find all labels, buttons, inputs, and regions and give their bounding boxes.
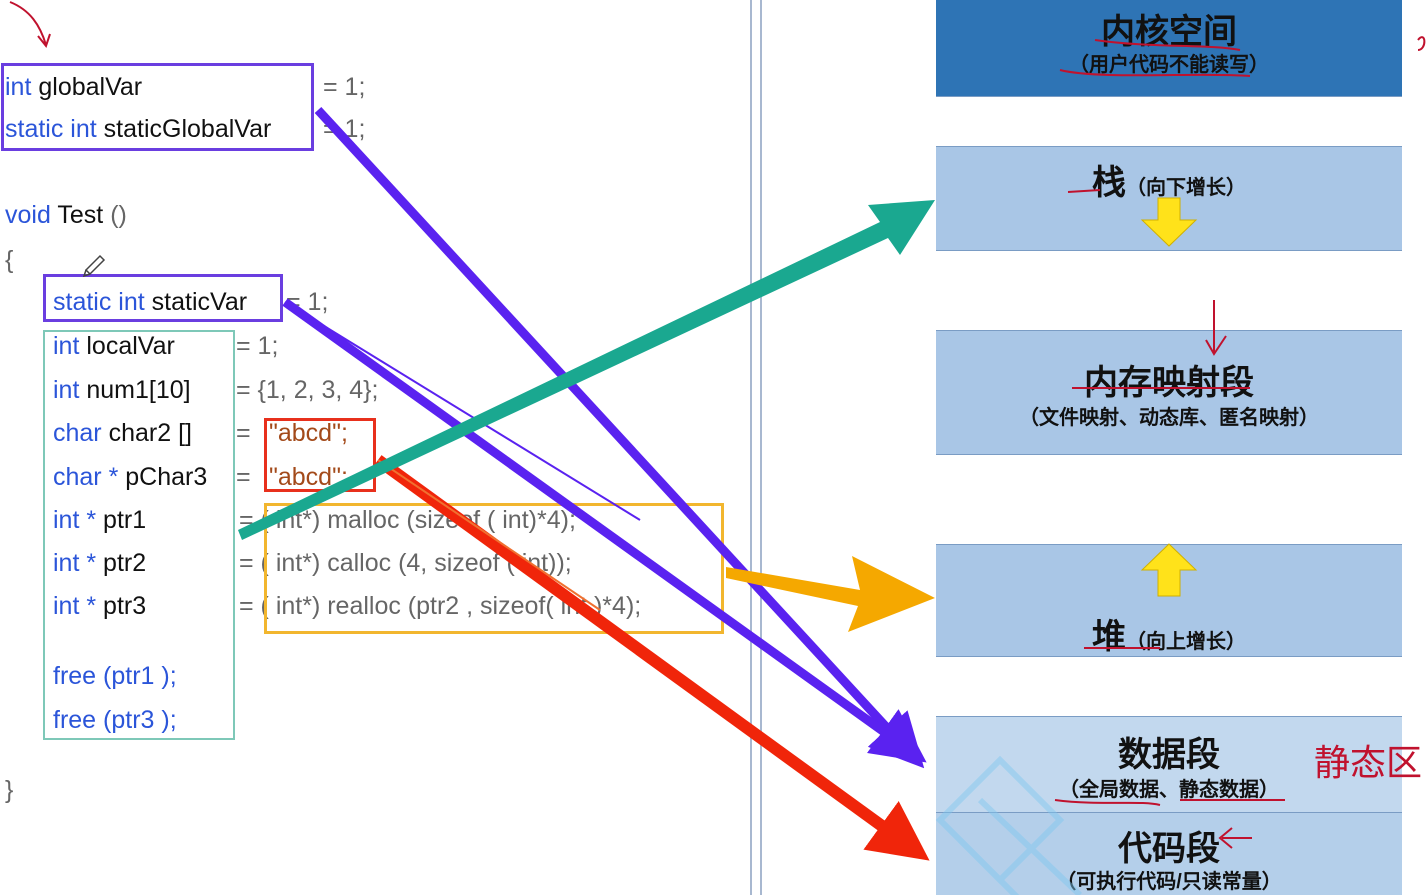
code-close-brace: } <box>5 776 14 804</box>
string-literal-box <box>264 418 376 492</box>
static-var-box <box>43 274 283 322</box>
gap-segment <box>936 250 1402 330</box>
code-line-static-var: static int staticVar= 1; <box>53 288 329 316</box>
divider-line <box>760 0 762 895</box>
static-area-annotation: 静态区 <box>1314 743 1423 783</box>
code-line-func-decl: void Test () <box>5 201 127 229</box>
ink-annotations <box>9 1 1426 849</box>
code-line-free3: free (ptr3 ); <box>53 706 177 734</box>
code-line-pchar3: char * pChar3= "abcd"; <box>53 463 348 491</box>
divider-line <box>750 0 752 895</box>
code-line-char2: char char2 []= "abcd"; <box>53 419 348 447</box>
heap-alloc-box <box>264 503 724 634</box>
gap-segment <box>936 96 1402 146</box>
stack-grow-arrow-icon <box>1140 197 1198 247</box>
arrow-literal-to-code <box>374 455 930 861</box>
arrow-static-to-data <box>282 298 927 763</box>
code-line-ptr3: int * ptr3= ( int*) realloc (ptr2 , size… <box>53 592 642 620</box>
arrow-global-to-data <box>314 106 925 769</box>
code-line-global-var: int globalVar= 1; <box>5 73 366 101</box>
code-line-num1: int num1[10]= {1, 2, 3, 4}; <box>53 376 379 404</box>
arrow-alloc-to-heap <box>726 556 935 632</box>
gap-segment <box>936 656 1402 716</box>
heap-grow-arrow-icon <box>1140 543 1198 597</box>
arrow-thin-static <box>284 301 641 521</box>
code-open-brace: { <box>5 246 14 274</box>
pencil-cursor-icon <box>82 254 106 278</box>
kernel-space-segment: 内核空间 （用户代码不能读写） <box>936 0 1402 96</box>
arrow-thin-literal <box>377 459 601 611</box>
code-line-static-global-var: static int staticGlobalVar= 1; <box>5 115 366 143</box>
global-vars-box <box>1 63 314 151</box>
data-segment: 数据段 （全局数据、静态数据） <box>936 716 1402 812</box>
mmap-segment: 内存映射段 （文件映射、动态库、匿名映射） <box>936 330 1402 454</box>
code-line-free1: free (ptr1 ); <box>53 662 177 690</box>
watermark-lines <box>935 755 1083 895</box>
gap-segment <box>936 454 1402 544</box>
code-line-local-var: int localVar= 1; <box>53 332 279 360</box>
code-segment: 代码段 （可执行代码/只读常量） <box>936 812 1402 895</box>
arrow-locals-to-stack <box>238 200 935 540</box>
stack-vars-box <box>43 330 235 740</box>
